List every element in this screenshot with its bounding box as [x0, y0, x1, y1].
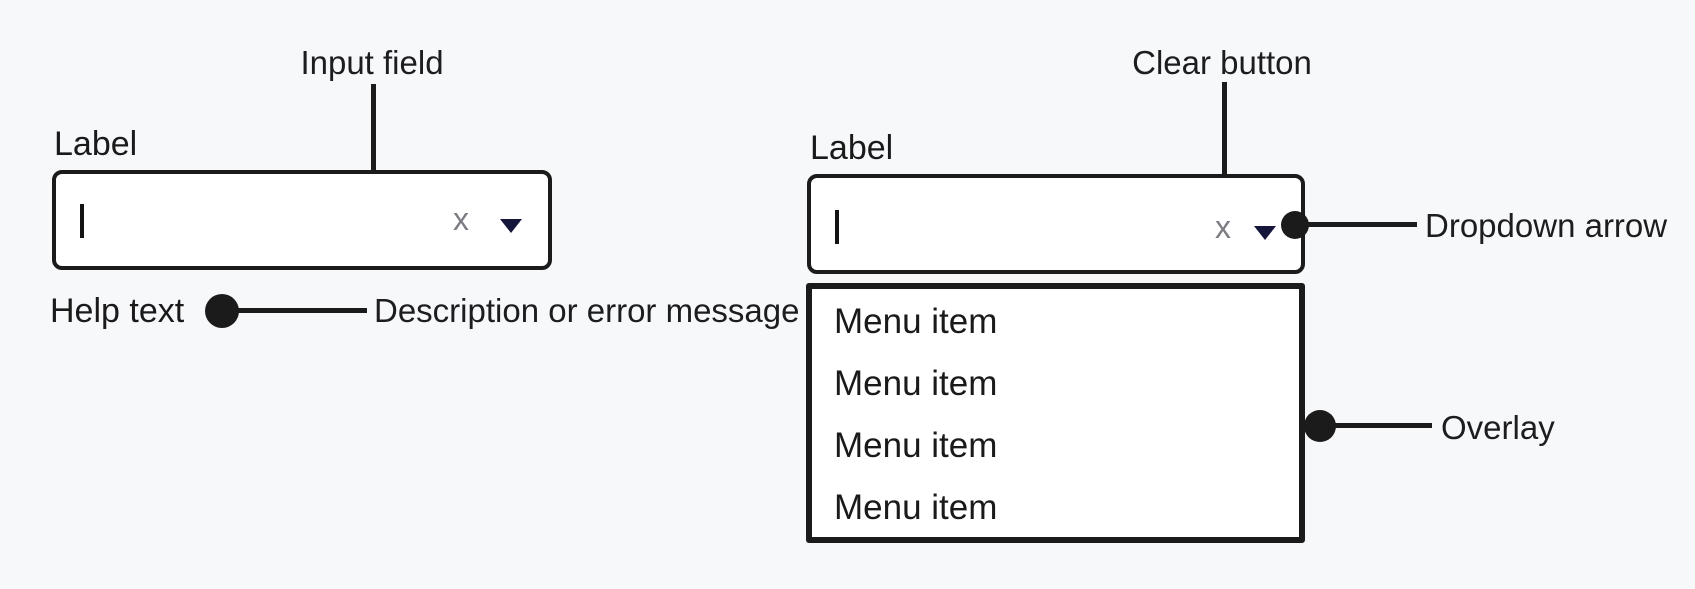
- menu-item[interactable]: Menu item: [834, 302, 998, 341]
- annotation-input-field: Input field: [300, 44, 444, 81]
- menu-item[interactable]: Menu item: [834, 488, 998, 527]
- callout-line-input-field: [371, 84, 376, 188]
- dropdown-arrow-icon[interactable]: [1254, 226, 1276, 240]
- callout-line-overlay: [1334, 423, 1432, 428]
- clear-button[interactable]: x: [1215, 209, 1231, 245]
- combobox-label: Label: [810, 129, 894, 167]
- combobox-help-text: Help text: [50, 292, 185, 330]
- annotation-overlay: Overlay: [1441, 409, 1555, 446]
- text-cursor: [80, 204, 84, 238]
- combobox-input-field[interactable]: x: [52, 170, 552, 270]
- menu-item[interactable]: Menu item: [834, 364, 998, 403]
- callout-dot-overlay: [1304, 410, 1336, 442]
- callout-dot-help-text: [205, 294, 239, 328]
- callout-line-help-text: [237, 308, 367, 313]
- dropdown-arrow-icon[interactable]: [500, 219, 522, 233]
- combobox-input-field[interactable]: x: [807, 174, 1305, 274]
- menu-item[interactable]: Menu item: [834, 426, 998, 465]
- annotation-clear-button: Clear button: [1132, 44, 1312, 81]
- callout-line-dropdown-arrow: [1307, 222, 1417, 227]
- text-cursor: [835, 210, 839, 244]
- callout-dot-dropdown-arrow: [1281, 211, 1309, 239]
- clear-button[interactable]: x: [453, 201, 469, 237]
- combobox-label: Label: [54, 125, 138, 163]
- callout-line-clear-button: [1222, 82, 1227, 190]
- annotation-help-description: Description or error message: [374, 292, 800, 329]
- annotation-dropdown-arrow: Dropdown arrow: [1425, 207, 1668, 244]
- combobox-overlay-menu: Menu item Menu item Menu item Menu item: [806, 283, 1305, 543]
